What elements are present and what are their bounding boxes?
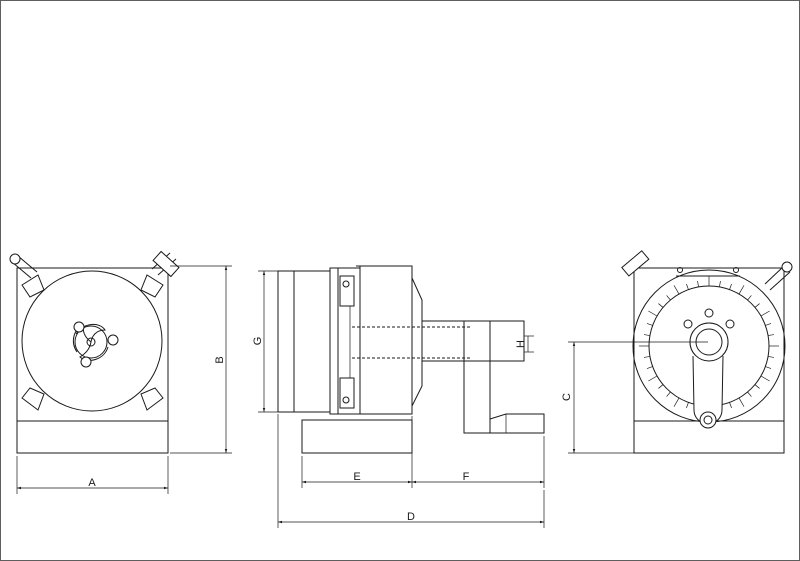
- dial-tick: [747, 295, 752, 301]
- side-housing: [359, 265, 413, 415]
- rear-left-knob-icon: [621, 250, 650, 277]
- rear-right-knob-icon: [764, 261, 793, 291]
- dial-tick: [768, 334, 775, 336]
- dial-tick: [738, 397, 745, 407]
- dial-tick: [643, 334, 650, 336]
- dim-label-h: H: [515, 340, 527, 348]
- dial-tick: [666, 391, 671, 397]
- dial-tick: [729, 283, 732, 290]
- dial-tick: [686, 402, 689, 409]
- dial-tick: [747, 391, 752, 397]
- dial-tick: [658, 303, 664, 308]
- dial-tick: [738, 285, 745, 295]
- front-view-body: [16, 267, 169, 454]
- dim-label-a: A: [88, 477, 96, 489]
- dim-label-g: G: [252, 337, 264, 346]
- dimension-h: H: [515, 335, 534, 353]
- dial-tick: [646, 366, 653, 369]
- dial-tick: [646, 323, 653, 326]
- dim-label-e: E: [353, 471, 360, 483]
- dimension-g: G: [252, 270, 278, 413]
- dial-tick: [754, 303, 760, 308]
- dial-tick: [697, 280, 699, 287]
- dial-tick: [719, 280, 721, 287]
- dial-tick: [686, 283, 689, 290]
- dial-tick: [673, 397, 680, 407]
- dimension-d: D: [277, 414, 545, 528]
- dial-tick: [673, 285, 680, 295]
- dim-label-d: D: [407, 511, 415, 523]
- left-knob-icon: [9, 253, 38, 279]
- dim-label-b: B: [214, 356, 226, 363]
- dimension-e: E: [301, 416, 413, 488]
- dim-label-f: F: [463, 471, 470, 483]
- dial-tick: [658, 384, 664, 389]
- dim-label-c: C: [561, 393, 573, 401]
- side-view: [277, 265, 545, 454]
- front-view: [9, 250, 180, 454]
- front-wheel: [21, 270, 163, 412]
- dimension-a: A: [16, 456, 169, 494]
- crank-handle-icon: [489, 413, 545, 434]
- right-knob-icon: [151, 250, 180, 278]
- dial-tick: [754, 384, 760, 389]
- dial-tick: [765, 366, 772, 369]
- dial-tick: [643, 356, 650, 358]
- dial-tick: [768, 356, 775, 358]
- side-base: [301, 419, 413, 454]
- dimension-f: F: [412, 436, 545, 488]
- dial-tick: [648, 310, 658, 317]
- dial-tick: [666, 295, 671, 301]
- chuck-icon: [72, 321, 119, 368]
- dial-tick: [648, 375, 658, 382]
- dimension-c: C: [561, 341, 708, 454]
- dial-tick: [729, 402, 732, 409]
- side-wheel-plate: [277, 270, 331, 413]
- dial-tick: [760, 375, 770, 382]
- dimension-b: B: [170, 265, 232, 454]
- dial-tick: [760, 310, 770, 317]
- rear-view: [621, 250, 793, 454]
- dial-tick: [765, 323, 772, 326]
